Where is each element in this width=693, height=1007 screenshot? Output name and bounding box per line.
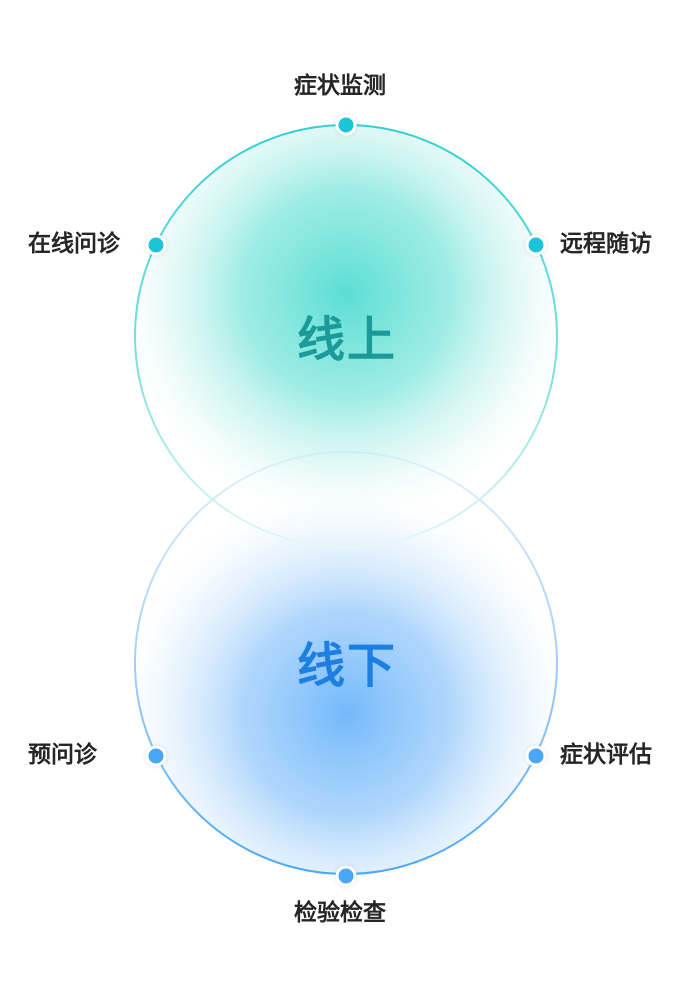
offline-node-right-label: 症状评估 xyxy=(560,742,652,768)
offline-node-bottom-dot xyxy=(335,865,357,887)
online-node-top-dot xyxy=(335,114,357,136)
offline-circle-fill xyxy=(135,452,557,874)
offline-title: 线下 xyxy=(297,638,398,694)
online-node-left-label: 在线问诊 xyxy=(28,231,120,257)
offline-node-right-dot xyxy=(525,745,547,767)
online-node-top-label: 症状监测 xyxy=(294,73,386,99)
online-node-right-label: 远程随访 xyxy=(560,231,652,257)
online-node-right-dot xyxy=(525,234,547,256)
offline-node-left-label: 预问诊 xyxy=(28,742,97,768)
offline-node-left-dot xyxy=(145,745,167,767)
offline-node-bottom-label: 检验检查 xyxy=(294,900,386,926)
online-title: 线上 xyxy=(297,312,398,368)
online-node-left-dot xyxy=(145,234,167,256)
online-circle-fill xyxy=(135,125,557,547)
